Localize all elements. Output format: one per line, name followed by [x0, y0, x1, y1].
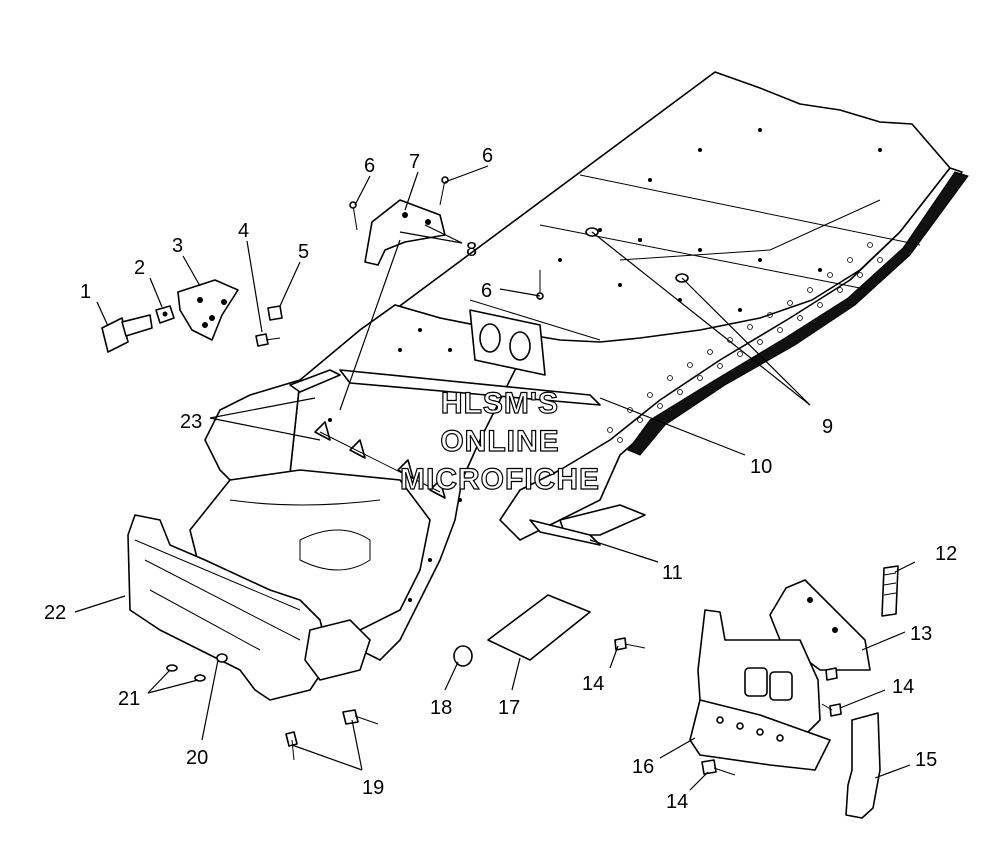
part-18-plug	[453, 645, 473, 667]
watermark-line-1: HLSM'S	[441, 387, 559, 420]
callout-3: 3	[172, 235, 183, 257]
callout-23: 23	[180, 411, 202, 433]
part-19-rivets	[285, 709, 379, 761]
callout-6-left: 6	[364, 155, 375, 177]
callout-18: 18	[430, 697, 452, 719]
callout-6-center: 6	[481, 280, 492, 302]
callout-15: 15	[915, 749, 937, 771]
callout-8: 8	[466, 239, 477, 261]
callout-20: 20	[186, 747, 208, 769]
chassis-tunnel	[127, 71, 969, 701]
callout-17: 17	[498, 697, 520, 719]
watermark-line-3: MICROFICHE	[400, 463, 600, 496]
callout-19: 19	[362, 777, 384, 799]
callout-21: 21	[118, 688, 140, 710]
callout-2: 2	[134, 257, 145, 279]
part-17-flap	[487, 594, 591, 661]
callout-22: 22	[44, 602, 66, 624]
part-3-bracket	[177, 279, 239, 341]
callout-4: 4	[238, 220, 249, 242]
part-4-screw	[255, 333, 281, 347]
deck-holes	[328, 128, 882, 602]
part-16-bumper-plate	[689, 609, 831, 771]
part-12-fastener	[881, 565, 899, 617]
callout-1: 1	[80, 281, 91, 303]
callout-14-a: 14	[582, 673, 604, 695]
callout-9: 9	[822, 416, 833, 438]
callout-6-right: 6	[482, 145, 493, 167]
watermark-line-2: ONLINE	[440, 425, 559, 458]
callout-12: 12	[935, 543, 957, 565]
part-1-bolt	[101, 314, 153, 353]
leader-lines	[74, 165, 916, 791]
part-20-21-parts	[166, 653, 228, 682]
callout-11: 11	[662, 562, 683, 584]
callout-labels: 1 2 3 4 5 6 7 6 8 6 9 10 11 12 13 14 14 …	[44, 145, 957, 813]
callout-5: 5	[298, 241, 309, 263]
watermark: HLSM'S ONLINE MICROFICHE	[399, 386, 600, 496]
callout-14-c: 14	[666, 791, 688, 813]
callout-14-b: 14	[892, 676, 914, 698]
running-board-perforations	[607, 242, 883, 443]
callout-13: 13	[910, 623, 932, 645]
part-15-plate	[845, 712, 881, 819]
part-5-screw	[267, 305, 283, 321]
callout-16: 16	[632, 756, 654, 778]
callout-7: 7	[409, 151, 420, 173]
part-2-nut	[155, 305, 175, 324]
callout-10: 10	[750, 456, 772, 478]
